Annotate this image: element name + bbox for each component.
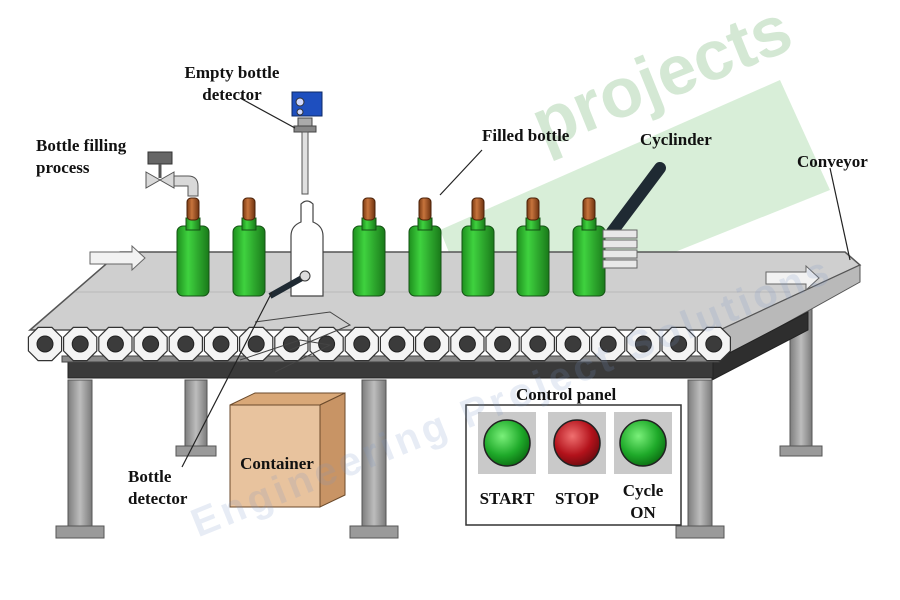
conveyor-roller [27,326,63,362]
conveyor-roller [450,326,485,362]
conveyor-roller [696,326,732,362]
cylinder-label: Cyclinder [640,130,712,149]
conveyor-label: Conveyor [797,152,868,171]
stop-label: STOP [554,489,600,508]
empty-bottle [290,200,324,297]
conveyor-roller [133,326,168,362]
filled-bottle [176,197,210,297]
conveyor-roller [379,326,415,362]
conveyor-roller [344,326,379,362]
conveyor-roller [239,326,274,362]
stop-button[interactable] [553,419,601,467]
conveyor-roller [661,326,696,362]
conveyor-roller [520,326,556,362]
conveyor-roller [626,326,661,362]
filling-valve-icon [145,151,199,197]
filled-bottle [516,197,550,297]
empty-bottle-detector-label: Empty bottle detector [184,63,280,104]
filled-bottle [352,197,386,297]
conveyor-roller [98,326,133,362]
leader-lines [181,97,851,468]
start-label: START [479,489,535,508]
conveyor-legs-front [55,379,725,539]
conveyor-roller [203,326,239,362]
control-panel-title: Control panel [516,385,617,404]
filled-bottle [461,197,495,297]
cylinder-icon [602,162,666,269]
conveyor-roller [274,326,309,362]
conveyor-roller [590,326,626,362]
bottle-filling-process-label: Bottle filling process [36,136,127,177]
conveyor-roller [485,326,520,362]
conveyor-roller [415,326,450,362]
cycle-on-button[interactable] [619,419,667,467]
filled-bottle [232,197,266,297]
container-box [229,392,346,508]
cycle-on-label: Cycle ON [622,481,664,522]
bottle-detector-label: Bottle detector [128,467,188,508]
direction-arrow-left [89,244,146,272]
conveyor-roller [168,326,203,362]
conveyor-roller [62,326,98,362]
container-label: Container [240,454,314,473]
control-panel [465,404,682,526]
filled-bottle [408,197,442,297]
direction-arrow-right [765,264,820,292]
filled-bottle-label: Filled bottle [482,126,570,145]
empty-bottle-detector-icon [291,91,323,195]
conveyor-legs-back [175,299,823,457]
start-button[interactable] [483,419,531,467]
conveyor-roller [555,326,591,362]
bottle-detector-icon [239,270,352,373]
conveyor-rollers [27,326,732,362]
